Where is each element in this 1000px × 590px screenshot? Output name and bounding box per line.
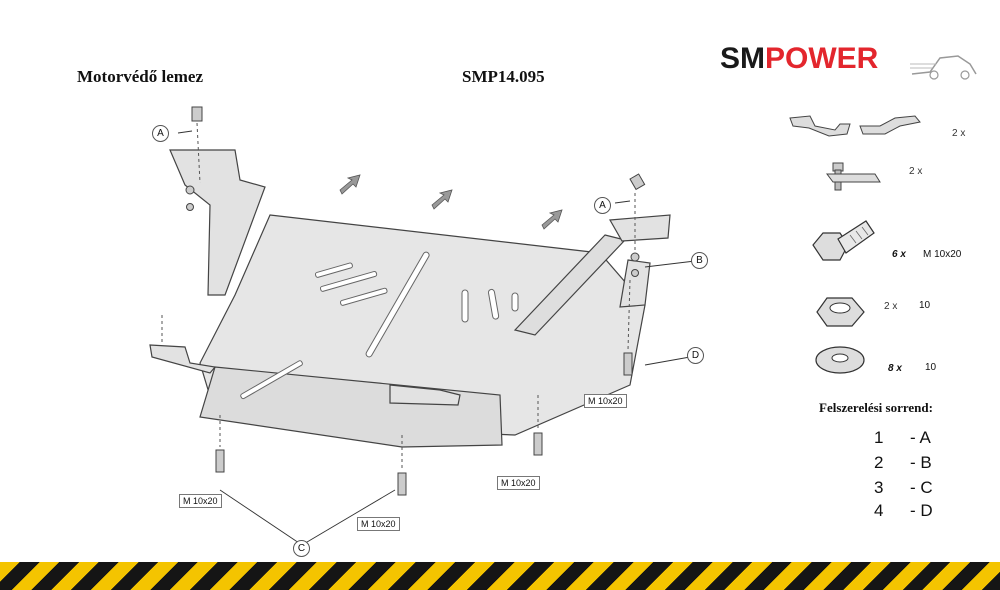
- bolt-label-bottom-right: M 10x20: [497, 476, 540, 490]
- step-3-number: 3: [874, 478, 884, 497]
- product-code: SMP14.095: [462, 67, 545, 86]
- car-silhouette-icon: [910, 55, 977, 80]
- washer-icon: [815, 346, 865, 374]
- hex-nut-icon: [816, 297, 865, 327]
- install-order-title: Felszerelési sorrend:: [819, 400, 933, 415]
- hazard-stripe: [0, 562, 1000, 590]
- step-4-code: - D: [910, 501, 933, 520]
- step-1-number: 1: [874, 428, 884, 447]
- front-lower-plate: [199, 366, 503, 448]
- hex-bolt-icon: [812, 220, 875, 261]
- bolt-clip-icon: [826, 162, 881, 191]
- callout-d: D: [687, 347, 704, 364]
- logo-text-power: POWER: [765, 42, 879, 75]
- step-1-code: - A: [910, 428, 931, 447]
- callout-a-left: A: [152, 125, 169, 142]
- middle-bracket: [389, 384, 461, 406]
- step-4-number: 4: [874, 501, 884, 520]
- logo-text-sm: SM: [720, 42, 765, 75]
- left-small-bracket: [149, 344, 217, 374]
- step-2-code: - B: [910, 453, 932, 472]
- callout-b: B: [691, 252, 708, 269]
- part-4-qty: 2 x: [884, 301, 898, 312]
- callout-a-right: A: [594, 197, 611, 214]
- part-5-spec: 10: [925, 362, 937, 373]
- step-2-number: 2: [874, 453, 884, 472]
- bolt-label-bottom-left: M 10x20: [179, 494, 222, 508]
- right-mount: [619, 259, 651, 308]
- bolt-label-bottom-center: M 10x20: [357, 517, 400, 531]
- assembly-diagram: [149, 106, 696, 546]
- part-2-qty: 2 x: [909, 166, 923, 177]
- callout-c: C: [293, 540, 310, 557]
- page-title: Motorvédő lemez: [77, 67, 204, 86]
- right-support-bar: [513, 234, 627, 336]
- part-3-qty: 6 x: [892, 249, 906, 260]
- bolt-label-right: M 10x20: [584, 394, 627, 408]
- part-1-qty: 2 x: [952, 128, 966, 139]
- part-5-qty: 8 x: [888, 363, 902, 374]
- right-top-bracket: [609, 214, 671, 242]
- part-3-spec: M 10x20: [923, 249, 962, 260]
- step-3-code: - C: [910, 478, 933, 497]
- part-4-spec: 10: [919, 300, 931, 311]
- brand-logo: SMPOWER: [720, 42, 878, 76]
- bracket-pair-icon: [789, 115, 921, 137]
